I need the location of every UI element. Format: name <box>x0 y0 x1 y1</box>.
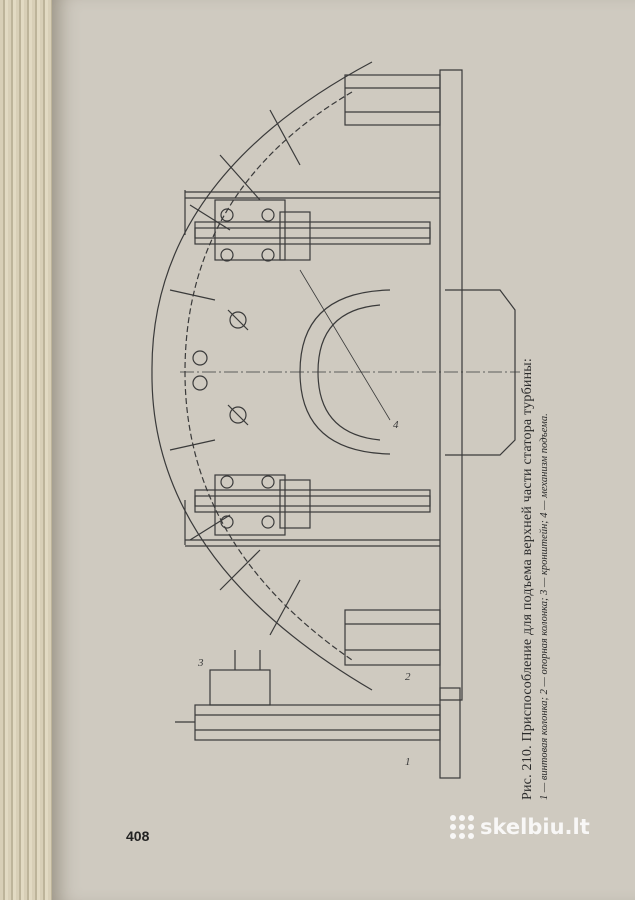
stator-outer-arc <box>151 61 373 691</box>
label-2: 2 <box>405 671 411 683</box>
label-4: 4 <box>393 419 399 431</box>
caption-legend: 1 — винтовая колонка; 2 — опорная колонк… <box>539 413 550 800</box>
watermark-text: skelbiu.lt <box>480 815 590 839</box>
foundation <box>439 69 463 701</box>
book-page <box>52 0 635 900</box>
watermark-dots-icon <box>450 815 474 839</box>
watermark: skelbiu.lt <box>450 815 590 839</box>
label-3: 3 <box>197 657 204 669</box>
caption-title: Рис. 210. Приспособление для подъема вер… <box>520 358 535 800</box>
figure-caption: Рис. 210. Приспособление для подъема вер… <box>520 240 550 800</box>
page-number: 408 <box>126 828 150 844</box>
label-1: 1 <box>405 756 411 768</box>
stator-inner-arc <box>184 91 353 661</box>
